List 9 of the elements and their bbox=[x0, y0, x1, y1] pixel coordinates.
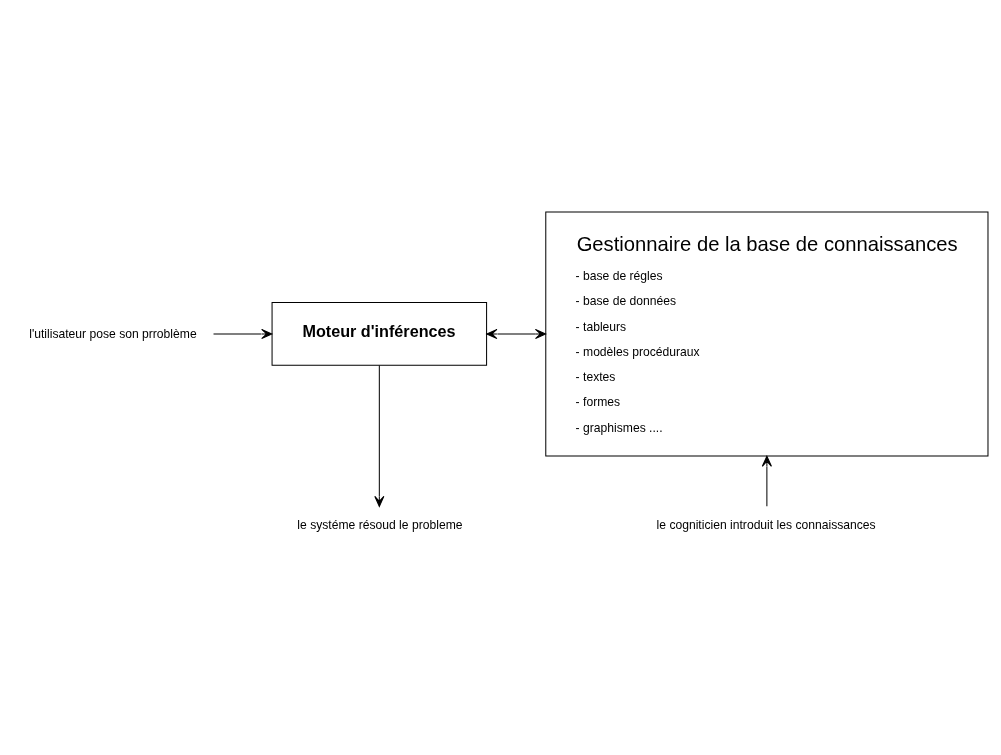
arrow bbox=[486, 328, 547, 339]
node-box: Moteur d'inférences bbox=[271, 301, 488, 366]
arrow bbox=[213, 328, 273, 339]
node-text: l'utilisateur pose son prroblème bbox=[29, 326, 197, 341]
node-text: le systéme résoud le probleme bbox=[297, 517, 463, 532]
node-text: le cogniticien introduit les connaissances bbox=[656, 517, 876, 532]
arrow bbox=[761, 455, 772, 507]
arrow bbox=[374, 364, 385, 507]
node-box: Gestionnaire de la base de connaissances - base de régles - base de données - tableurs - modèles procéduraux - textes - formes - graphismes .... bbox=[545, 211, 989, 456]
